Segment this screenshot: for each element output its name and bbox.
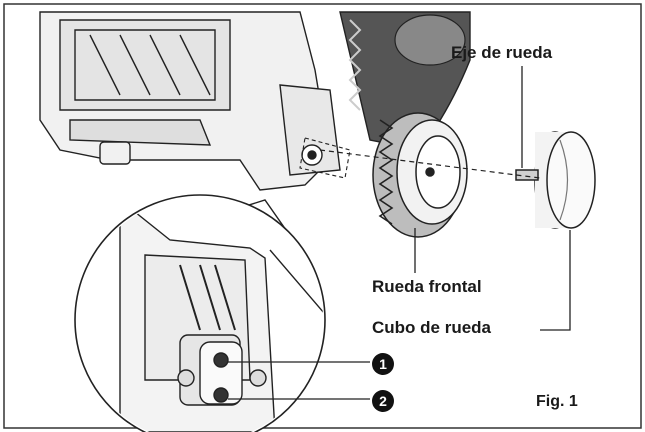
mower-body	[39, 11, 341, 191]
hub-leader-line	[540, 230, 571, 331]
label-front-wheel: Rueda frontal	[372, 277, 482, 296]
axis-dashed-box	[299, 137, 351, 179]
callout-1: 1	[372, 353, 394, 375]
front-wheel	[372, 112, 468, 238]
detail-magnifier	[74, 194, 326, 432]
label-hub: Cubo de rueda	[372, 318, 492, 337]
figure-caption: Fig. 1	[536, 393, 578, 410]
wheel-hub	[515, 131, 596, 229]
callout-2: 2	[372, 390, 394, 412]
label-axle: Eje de rueda	[451, 43, 553, 62]
assembly-axis-line	[319, 149, 541, 179]
